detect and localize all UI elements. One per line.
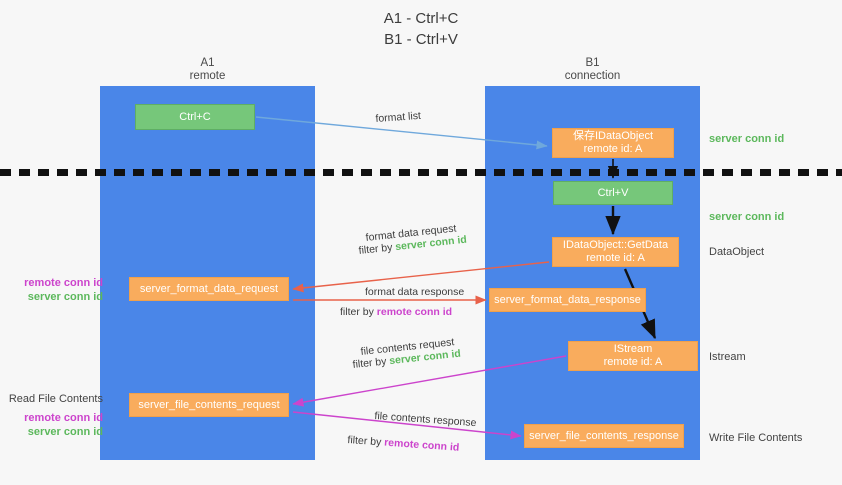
side-label-server-conn-id-top: server conn id xyxy=(709,133,785,145)
box-server-format-data-response-label: server_format_data_response xyxy=(494,293,641,306)
lane-b1-name: B1 xyxy=(585,57,600,69)
box-ctrl-v-label: Ctrl+V xyxy=(597,186,629,199)
arrow-file-contents-response xyxy=(292,411,522,440)
page-title: A1 - Ctrl+C B1 - Ctrl+V xyxy=(0,8,842,50)
box-server-file-contents-request-label: server_file_contents_request xyxy=(138,398,280,411)
side-label-write-file-contents: Write File Contents xyxy=(709,432,803,444)
title-line-2: B1 - Ctrl+V xyxy=(384,31,458,48)
side-label-istream: Istream xyxy=(709,351,746,363)
box-server-file-contents-request[interactable]: server_file_contents_request xyxy=(129,393,289,417)
side-label-conn-ids-bottom: remote conn id server conn id xyxy=(7,411,103,439)
filter-prefix: filter by xyxy=(347,433,385,449)
side-label-remote-conn-id: remote conn id xyxy=(24,412,103,424)
side-label-conn-ids-top: remote conn id server conn id xyxy=(7,276,103,304)
box-getdata[interactable]: IDataObject::GetData remote id: A xyxy=(552,237,679,267)
box-ctrl-c-label: Ctrl+C xyxy=(179,110,211,123)
filter-prefix: filter by xyxy=(358,241,396,257)
side-label-server-conn-id: server conn id xyxy=(27,291,103,303)
box-idataobject-line1: 保存IDataObject xyxy=(572,130,654,142)
lane-b1-role: connection xyxy=(564,70,621,82)
label-format-data-response: format data response xyxy=(365,286,465,298)
phase-divider xyxy=(0,169,842,176)
arrow-file-contents-request xyxy=(292,355,567,407)
box-ctrl-v[interactable]: Ctrl+V xyxy=(553,181,673,205)
box-getdata-line1: IDataObject::GetData xyxy=(562,239,669,251)
filter-prefix: filter by xyxy=(352,355,390,371)
label-format-data-response-filter: filter by remote conn id xyxy=(340,305,452,319)
side-label-server-conn-id: server conn id xyxy=(27,426,103,438)
box-server-format-data-request-label: server_format_data_request xyxy=(139,282,279,295)
box-istream[interactable]: IStream remote id: A xyxy=(568,341,698,371)
filter-key-remote-conn-id: remote conn id xyxy=(376,306,453,318)
lane-a1-role: remote xyxy=(189,70,226,82)
lane-header-b1: B1 connection xyxy=(485,57,700,83)
box-server-format-data-response[interactable]: server_format_data_response xyxy=(489,288,646,312)
side-label-read-file-contents: Read File Contents xyxy=(8,393,103,405)
title-line-1: A1 - Ctrl+C xyxy=(383,10,459,27)
side-label-remote-conn-id: remote conn id xyxy=(24,277,103,289)
box-idataobject-line2: remote id: A xyxy=(583,143,643,155)
box-istream-line1: IStream xyxy=(613,343,653,355)
side-label-server-conn-id-mid: server conn id xyxy=(709,211,785,223)
box-getdata-line2: remote id: A xyxy=(586,252,645,264)
box-server-file-contents-response[interactable]: server_file_contents_response xyxy=(524,424,684,448)
box-istream-line2: remote id: A xyxy=(603,356,663,368)
side-label-dataobject: DataObject xyxy=(709,246,765,258)
lane-a1-name: A1 xyxy=(200,57,215,69)
box-idataobject[interactable]: 保存IDataObject remote id: A xyxy=(552,128,674,158)
arrow-format-list xyxy=(255,116,548,150)
arrow-format-data-request xyxy=(292,261,550,293)
filter-prefix: filter by xyxy=(340,306,377,318)
box-server-file-contents-response-label: server_file_contents_response xyxy=(529,429,679,442)
box-ctrl-c[interactable]: Ctrl+C xyxy=(135,104,255,130)
lane-header-a1: A1 remote xyxy=(100,57,315,83)
box-server-format-data-request[interactable]: server_format_data_request xyxy=(129,277,289,301)
